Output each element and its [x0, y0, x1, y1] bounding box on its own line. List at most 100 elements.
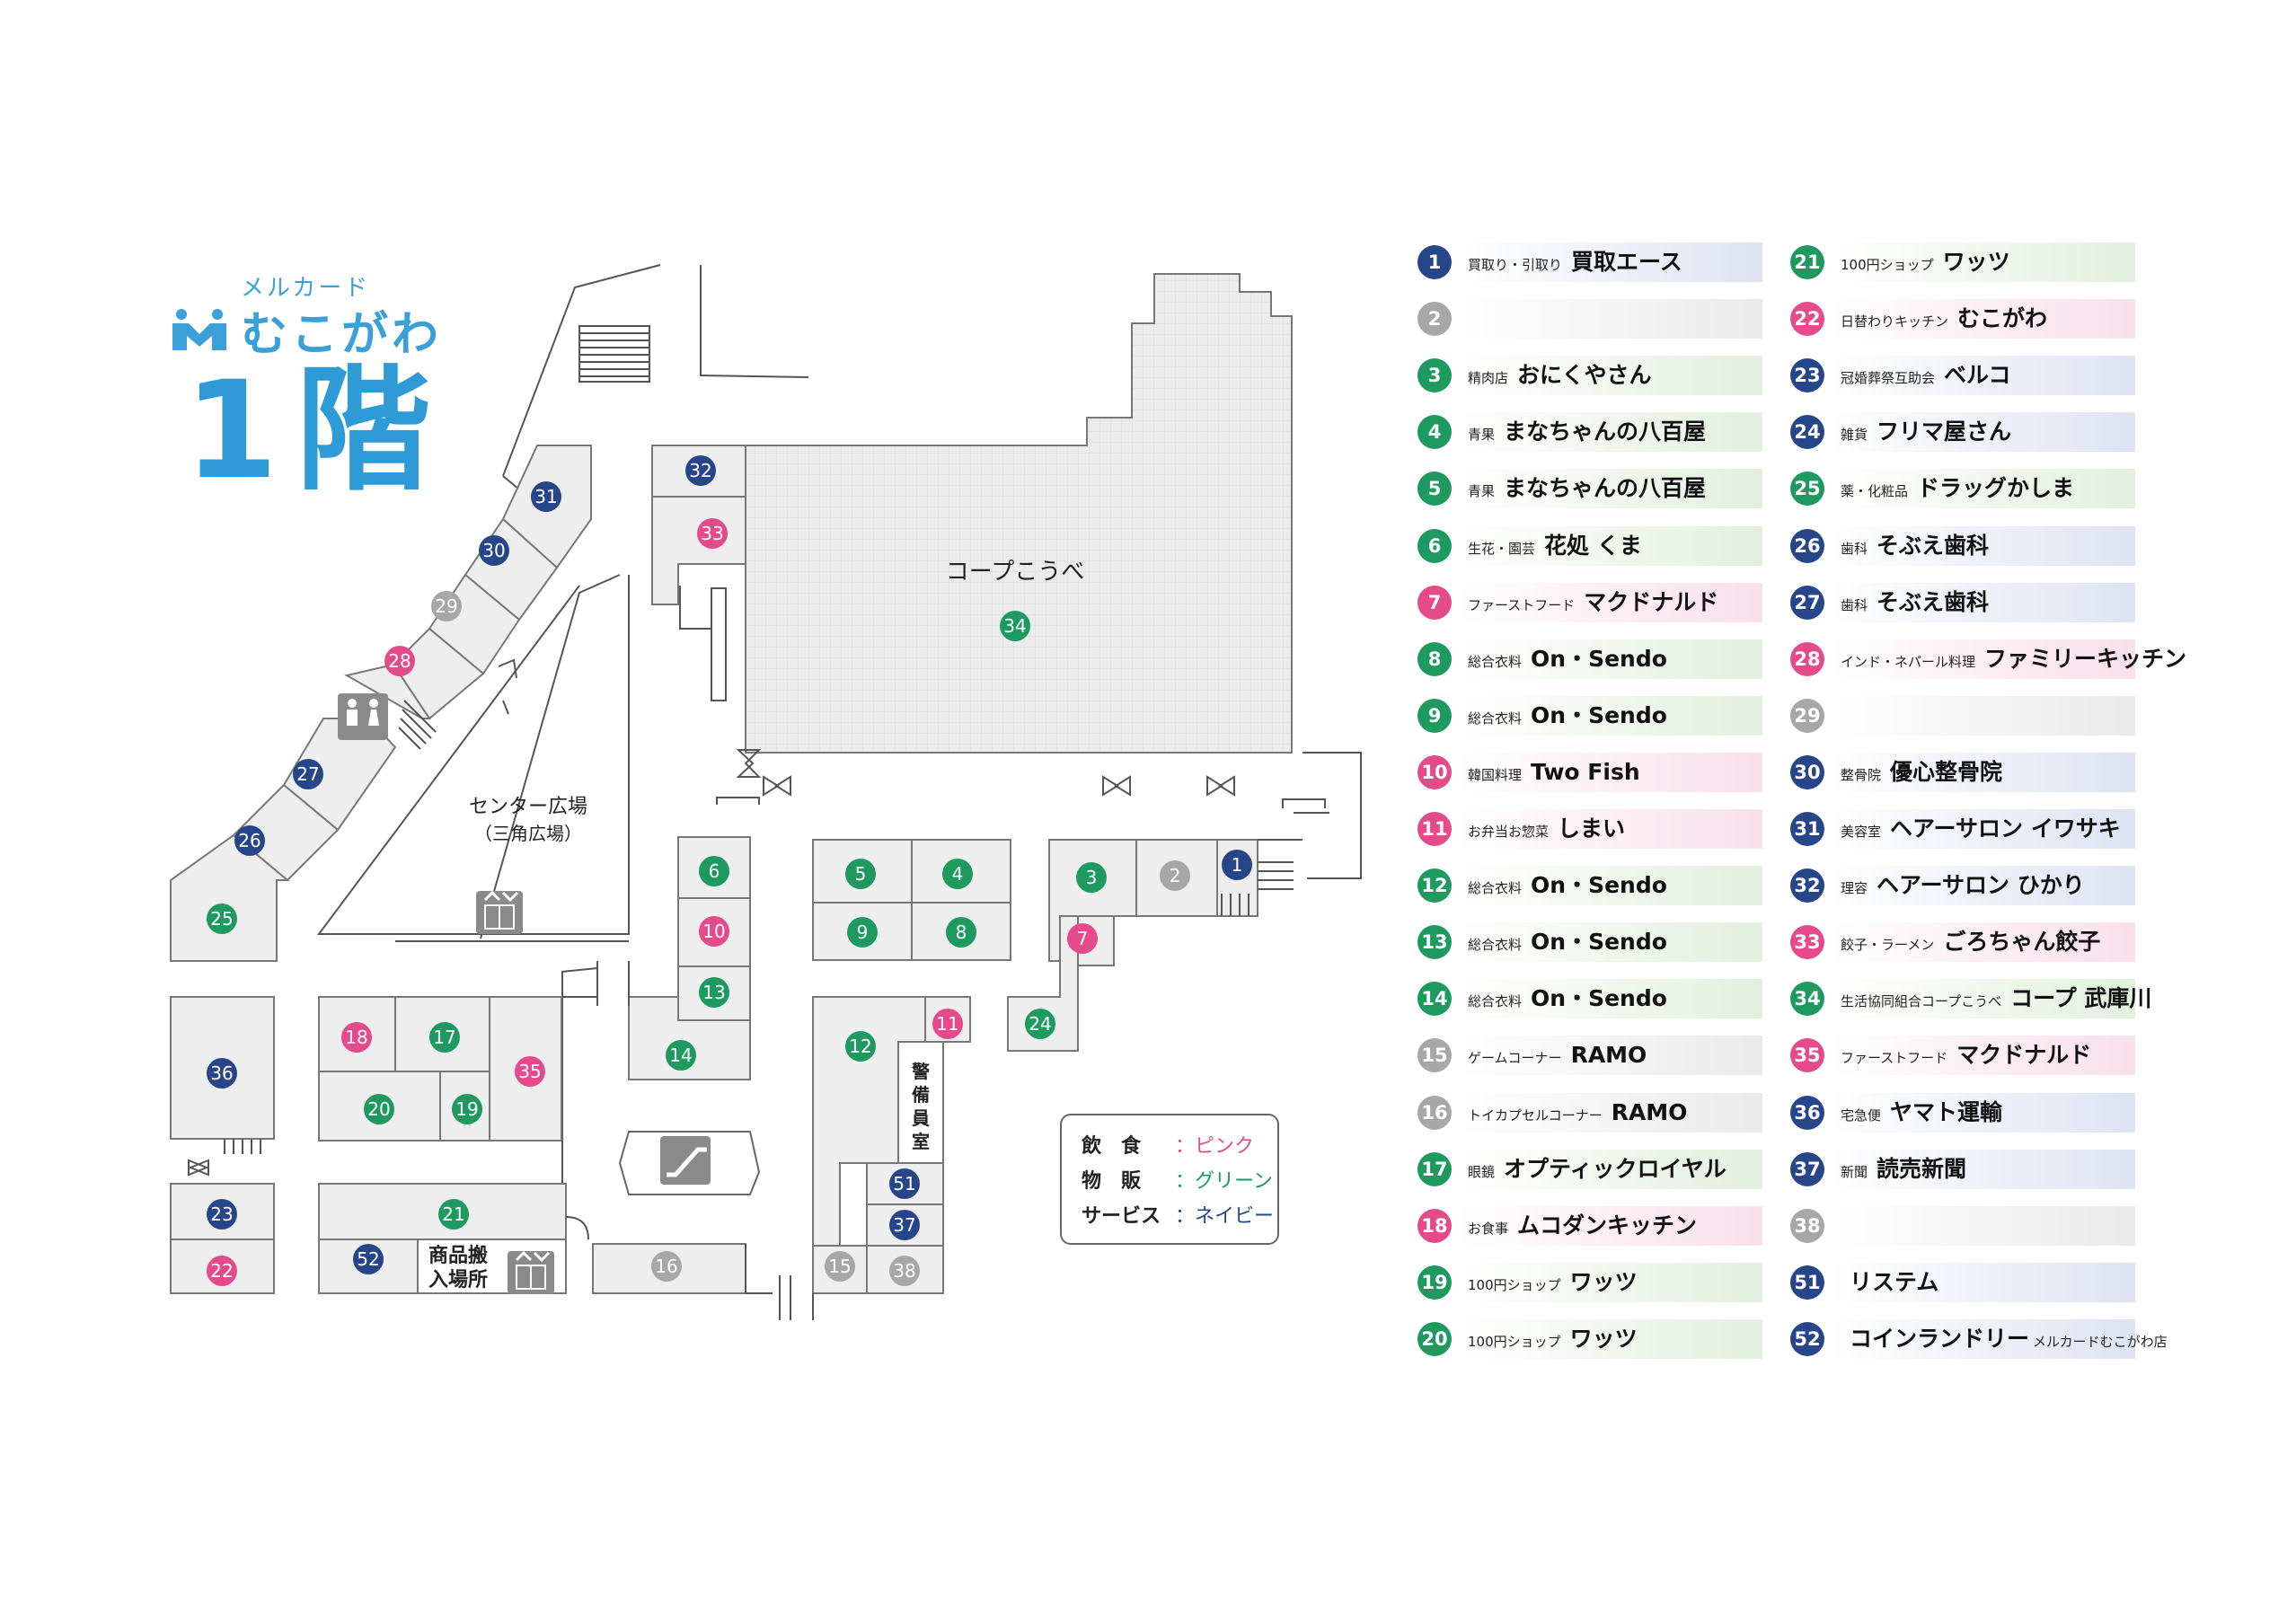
directory-bar	[1459, 1318, 1762, 1359]
shop-marker-11[interactable]: 11	[932, 1009, 963, 1039]
shop-marker-15[interactable]: 15	[825, 1251, 855, 1282]
shop-marker-37[interactable]: 37	[889, 1210, 920, 1240]
shop-marker-number: 25	[210, 908, 233, 930]
shop-marker-number: 10	[702, 921, 725, 942]
shop-marker-16[interactable]: 16	[651, 1251, 682, 1282]
shop-category: インド・ネパール料理	[1841, 653, 1976, 670]
shop-marker-28[interactable]: 28	[384, 646, 415, 676]
shop-name: フリマ屋さん	[1877, 419, 2012, 445]
shop-category: 100円ショップ	[1468, 1276, 1561, 1293]
shop-marker-32[interactable]: 32	[685, 455, 716, 486]
center-plaza-label: センター広場	[469, 796, 587, 818]
shop-marker-19[interactable]: 19	[452, 1094, 482, 1124]
shop-marker-number: 27	[296, 763, 319, 785]
shop-marker-30[interactable]: 30	[479, 535, 509, 566]
shop-marker-31[interactable]: 31	[531, 481, 561, 512]
shop-marker-13[interactable]: 13	[699, 977, 729, 1008]
directory-number-badge: 25	[1790, 472, 1824, 507]
directory-bar	[1832, 1205, 2135, 1246]
directory-number-badge: 37	[1790, 1151, 1824, 1186]
directory-text: 買取り・引取り買取エース	[1468, 242, 1686, 282]
shop-marker-3[interactable]: 3	[1076, 862, 1107, 893]
shop-name: そぶえ歯科	[1877, 588, 1990, 615]
directory-text: 歯科そぶえ歯科	[1841, 526, 1992, 566]
shop-marker-25[interactable]: 25	[207, 904, 237, 934]
shop-marker-number: 38	[893, 1260, 915, 1282]
shop-marker-7[interactable]: 7	[1067, 923, 1098, 954]
shop-marker-23[interactable]: 23	[207, 1199, 237, 1230]
shop-marker-number: 29	[435, 595, 457, 617]
legend-row-retail: 物 販：グリーン	[1082, 1165, 1273, 1194]
shop-marker-52[interactable]: 52	[353, 1244, 384, 1274]
brand-logo-icon	[172, 309, 226, 350]
directory-number-badge: 1	[1417, 245, 1452, 279]
shop-name: ヘアーサロン ひかり	[1877, 872, 2085, 899]
shop-marker-26[interactable]: 26	[234, 825, 265, 856]
shop-marker-number: 20	[367, 1098, 390, 1120]
shop-marker-circle	[438, 1199, 469, 1230]
shop-marker-number: 23	[210, 1203, 233, 1225]
shop-marker-27[interactable]: 27	[293, 759, 323, 789]
directory-bar	[1459, 1262, 1762, 1302]
directory-bar	[1832, 582, 2135, 622]
shop-name-suffix: メルカードむこがわ店	[2033, 1333, 2168, 1350]
shop-marker-14[interactable]: 14	[666, 1040, 696, 1071]
shop-marker-circle	[207, 1058, 237, 1089]
shop-name: マクドナルド	[1956, 1042, 2092, 1069]
shop-marker-4[interactable]: 4	[942, 859, 973, 889]
security-room-label: 警備員室	[911, 1061, 930, 1152]
shop-marker-number: 18	[345, 1027, 367, 1048]
door-loading	[565, 1216, 814, 1320]
shop-marker-8[interactable]: 8	[946, 917, 976, 948]
shop-name: ファミリーキッチン	[1984, 645, 2187, 672]
shop-marker-21[interactable]: 21	[438, 1199, 469, 1230]
shop-category: 総合衣料	[1468, 993, 1523, 1010]
directory-number-badge: 16	[1417, 1095, 1452, 1130]
shop-marker-5[interactable]: 5	[845, 859, 876, 889]
directory-text: 整骨院優心整骨院	[1841, 753, 2006, 792]
directory-bar	[1832, 922, 2135, 963]
shop-marker-6[interactable]: 6	[699, 856, 729, 886]
shop-name: ムコダンキッチン	[1517, 1212, 1698, 1239]
shop-marker-17[interactable]: 17	[429, 1022, 460, 1053]
shop-marker-circle	[1160, 860, 1190, 891]
directory-bar	[1832, 525, 2135, 566]
shop-marker-29[interactable]: 29	[431, 591, 462, 621]
shop-marker-circle	[845, 859, 876, 889]
shop-category: 日替わりキッチン	[1841, 313, 1949, 331]
directory-bar	[1832, 1036, 2135, 1076]
shop-marker-34[interactable]: 34	[1000, 611, 1030, 641]
shop-marker-24[interactable]: 24	[1025, 1009, 1055, 1039]
shop-marker-1[interactable]: 1	[1222, 850, 1252, 880]
directory-number-badge: 21	[1790, 245, 1824, 279]
shop-name: まなちゃんの八百屋	[1504, 475, 1707, 502]
shop-marker-10[interactable]: 10	[699, 916, 729, 947]
shop-marker-20[interactable]: 20	[364, 1094, 394, 1124]
shop-marker-number: 4	[952, 863, 964, 885]
directory-bar	[1459, 639, 1762, 679]
shop-category: お食事	[1468, 1220, 1509, 1237]
shop-category: 韓国料理	[1468, 766, 1523, 783]
shop-marker-circle	[207, 904, 237, 934]
shop-marker-18[interactable]: 18	[341, 1022, 372, 1053]
shop-marker-2[interactable]: 2	[1160, 860, 1190, 891]
directory-number-badge: 10	[1417, 754, 1452, 789]
directory-text: コインランドリーメルカードむこがわ店	[1841, 1319, 2168, 1359]
shop-marker-22[interactable]: 22	[207, 1256, 237, 1286]
shop-marker-33[interactable]: 33	[697, 518, 728, 549]
shop-marker-38[interactable]: 38	[889, 1256, 920, 1286]
shops-22-23-36	[170, 996, 275, 1294]
directory-number-badge: 33	[1790, 925, 1824, 960]
shop-name: On・Sendo	[1531, 701, 1667, 728]
shops-4-5-8-9	[812, 839, 1011, 961]
shop-category: お弁当お惣菜	[1468, 824, 1550, 840]
shop-marker-51[interactable]: 51	[889, 1168, 920, 1199]
elevator-icon	[476, 890, 523, 934]
shop-marker-12[interactable]: 12	[845, 1031, 876, 1062]
directory-number-badge: 29	[1790, 698, 1824, 733]
shop-marker-36[interactable]: 36	[207, 1058, 237, 1089]
directory-text	[1468, 299, 1480, 339]
shop-category: ファーストフード	[1468, 596, 1576, 613]
shop-marker-35[interactable]: 35	[515, 1056, 545, 1087]
shop-marker-9[interactable]: 9	[847, 917, 878, 948]
